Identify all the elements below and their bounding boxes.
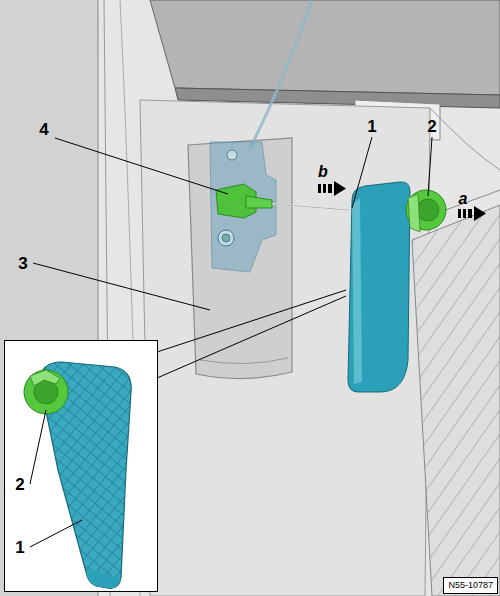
direction-arrow-a [468,209,472,218]
callout-leaders [428,137,432,196]
direction-arrow-b [318,184,321,193]
side-panel [430,108,500,170]
callout-number: 4 [39,121,48,138]
floor-panel [405,190,500,596]
direction-arrow-b [318,181,346,196]
clip-4 [216,184,272,218]
callout-leaders [352,137,372,208]
callout-number: 3 [18,255,27,272]
clip-4 [246,196,272,208]
bracket [210,142,276,272]
cable [250,0,312,148]
callout-leaders [55,138,228,194]
figure-id-box: N55-10787 [443,577,498,594]
direction-arrow-b [323,184,326,193]
assembly-line [272,204,349,210]
clip-2 [408,194,420,232]
callout-number: 1 [15,539,24,556]
direction-arrow-b [334,181,346,196]
handle-1 [348,182,410,392]
inset-leaders [157,296,346,378]
inset-panel [5,341,158,592]
inset-handle [30,370,60,386]
callout-number: 1 [367,118,376,135]
callout-leaders [30,137,432,547]
floor-panel [412,205,500,596]
callout-number: 2 [15,476,24,493]
inset-leaders [157,290,346,352]
assembly-line [272,204,349,210]
callout-leaders [30,410,46,484]
inset-handle [24,362,131,588]
callout-leaders [30,520,82,547]
callout-number: 2 [427,118,436,135]
inset-handle [24,370,68,414]
side-panel [140,100,500,596]
bracket [227,150,237,160]
figure-id: N55-10787 [448,581,493,590]
handle-1 [352,198,362,384]
direction-arrow-a [458,209,461,218]
direction-arrow-a [458,206,486,221]
inset-handle [86,570,121,588]
direction-letter: b [318,164,328,180]
direction-arrow-b [328,184,332,193]
handle-1 [348,182,410,392]
inset-panel [5,341,158,592]
direction-arrow-a [463,209,466,218]
clip-2 [417,199,439,221]
direction-arrow-a [474,206,486,221]
assembly-line [272,204,349,210]
parcel-shelf [150,0,500,95]
bracket [210,142,276,272]
callout-leaders [33,263,210,310]
bracket [218,230,234,246]
direction-letter: a [459,191,468,207]
cable [250,0,312,148]
bracket [222,234,230,242]
clip-2 [406,190,446,232]
recess [200,358,288,364]
side-panel [140,100,430,596]
